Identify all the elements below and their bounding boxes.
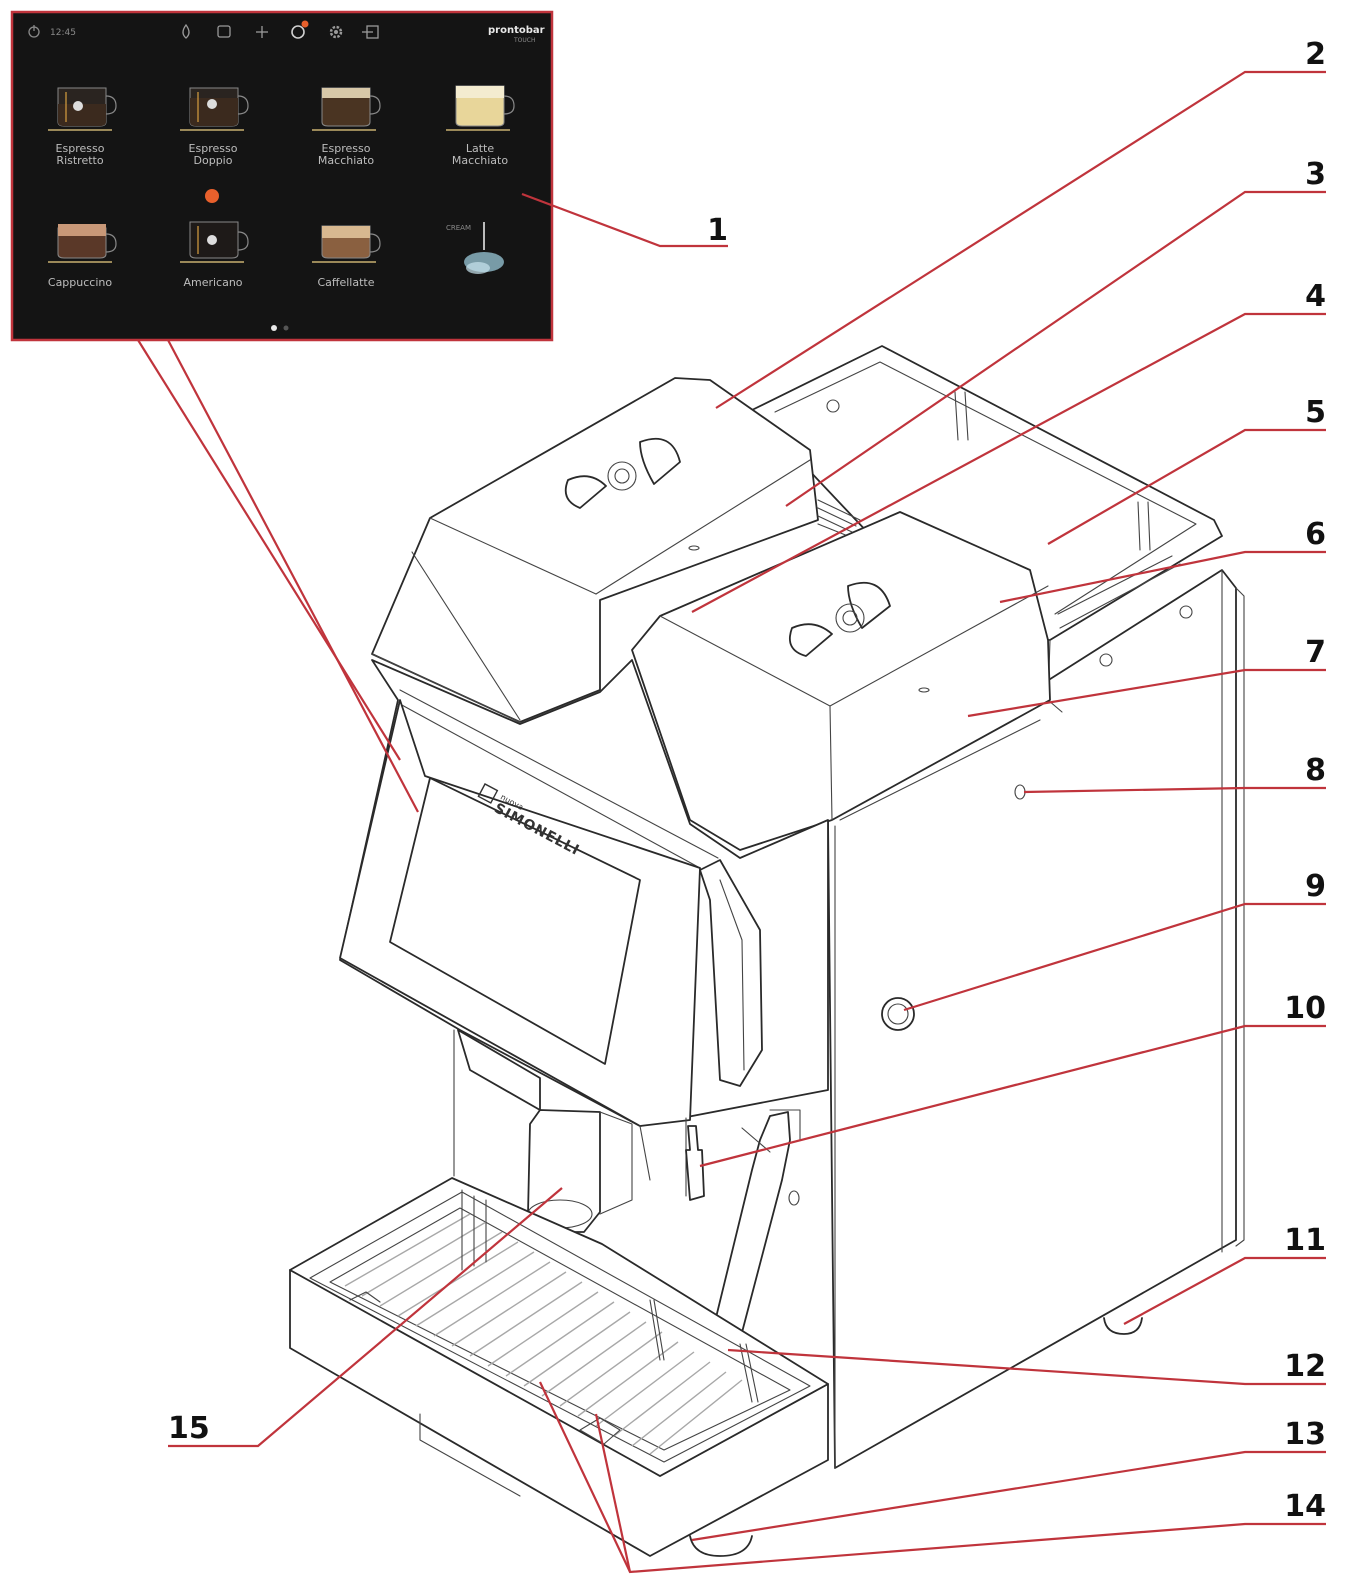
callout-5: 5: [1305, 395, 1326, 430]
plus-icon[interactable]: [256, 26, 268, 38]
drip-grill: [344, 1213, 743, 1455]
active-indicator: [205, 189, 219, 203]
leader-14: [539, 1381, 1326, 1574]
callout-11: 11: [1284, 1223, 1326, 1258]
drink-tile[interactable]: Espresso Ristretto: [48, 87, 117, 167]
touch-screen-inset: 12:45 prontobar TOUCH: [10, 10, 554, 342]
status-time: 12:45: [50, 28, 76, 38]
svg-text:Espresso: Espresso: [56, 142, 105, 155]
svg-text:Ristretto: Ristretto: [56, 154, 103, 167]
leader-14b: [594, 1413, 632, 1573]
svg-text:Espresso: Espresso: [189, 142, 238, 155]
leader-9: [903, 902, 1326, 1012]
leader-10: [699, 1024, 1326, 1168]
callout-9: 9: [1305, 869, 1326, 904]
page-dot-active[interactable]: [271, 325, 277, 331]
svg-text:Macchiato: Macchiato: [452, 154, 508, 167]
leader-1: [521, 192, 728, 248]
leader-3: [785, 190, 1326, 507]
drink-tile[interactable]: Americano: [180, 221, 249, 289]
leader-2: [715, 70, 1326, 409]
leader-5: [1047, 428, 1326, 545]
callout-7: 7: [1305, 635, 1326, 670]
drop-icon[interactable]: [182, 23, 190, 39]
callout-13: 13: [1284, 1417, 1326, 1452]
leader-11: [1123, 1256, 1326, 1325]
drink-tile[interactable]: Caffellatte: [312, 225, 381, 289]
leader-8: [1023, 786, 1326, 794]
drink-tile[interactable]: Latte Macchiato: [446, 85, 515, 167]
drink-tile[interactable]: Espresso Doppio: [180, 87, 249, 167]
gear-icon[interactable]: [329, 25, 343, 39]
callout-14: 14: [1284, 1489, 1326, 1524]
svg-text:Doppio: Doppio: [194, 154, 233, 167]
callout-8: 8: [1305, 753, 1326, 788]
callout-4: 4: [1305, 279, 1326, 314]
coffee-machine-illustration: nuova SIMONELLI: [289, 345, 1245, 1557]
callout-numbers: 1 2 3 4 5 6 7 8 9 10 11 12 13 14 15: [168, 37, 1326, 1524]
svg-text:Espresso: Espresso: [322, 142, 371, 155]
drink-tile-cream[interactable]: CREAM: [446, 222, 504, 274]
callout-10: 10: [1284, 991, 1326, 1026]
leader-6: [999, 550, 1326, 604]
leader-12: [727, 1348, 1326, 1386]
drink-tile[interactable]: Espresso Macchiato: [312, 87, 381, 167]
leader-screen-right: [167, 339, 419, 813]
power-icon: [28, 25, 40, 38]
coffee-badge-icon[interactable]: [291, 20, 309, 39]
leader-7: [967, 668, 1326, 718]
leader-4: [691, 312, 1326, 613]
brand-sub: TOUCH: [513, 37, 535, 44]
drink-tile[interactable]: Cappuccino: [48, 224, 117, 289]
svg-text:Americano: Americano: [183, 276, 242, 289]
leader-screen-left: [137, 339, 401, 761]
callout-12: 12: [1284, 1349, 1326, 1384]
leader-13: [691, 1450, 1326, 1542]
brand-logo: prontobar: [488, 25, 545, 36]
callout-15: 15: [168, 1411, 210, 1446]
svg-text:Caffellatte: Caffellatte: [317, 276, 374, 289]
svg-text:CREAM: CREAM: [446, 224, 471, 232]
svg-text:Macchiato: Macchiato: [318, 154, 374, 167]
svg-text:Latte: Latte: [466, 142, 494, 155]
callout-2: 2: [1305, 37, 1326, 72]
leader-lines: [137, 70, 1326, 1574]
refresh-icon[interactable]: [217, 25, 231, 38]
callout-3: 3: [1305, 157, 1326, 192]
leader-15: [168, 1187, 563, 1448]
callout-6: 6: [1305, 517, 1326, 552]
exit-icon[interactable]: [362, 25, 379, 39]
svg-text:Cappuccino: Cappuccino: [48, 276, 112, 289]
callout-1: 1: [707, 213, 728, 248]
page-dot[interactable]: [283, 325, 289, 331]
